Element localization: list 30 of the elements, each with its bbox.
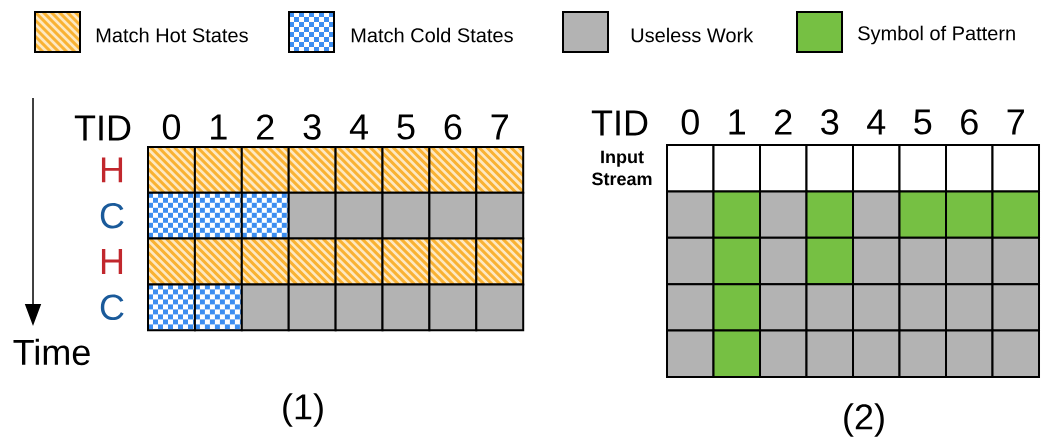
column-number: 7 (491, 114, 508, 140)
column-number: 5 (914, 109, 932, 135)
row-label: C (100, 202, 124, 229)
column-number: 6 (961, 109, 978, 135)
column-number: 1 (729, 109, 745, 135)
row-label: H (101, 249, 123, 274)
column-number: 3 (303, 114, 321, 140)
column-number: 6 (444, 114, 462, 140)
panel-caption: (2) (844, 403, 884, 437)
column-number: 2 (775, 109, 792, 135)
column-number: 5 (397, 114, 415, 140)
column-header: TID (591, 110, 648, 136)
row-label: H (101, 157, 123, 183)
column-number: 0 (162, 114, 181, 140)
column-header: TID (74, 115, 131, 141)
column-number: 0 (681, 109, 699, 135)
axis-label: Time (13, 338, 90, 366)
legend-label: Symbol of Pattern (858, 25, 1015, 45)
legend-label: Match Cold States (351, 27, 513, 43)
column-number: 4 (867, 109, 886, 135)
legend-label: Match Hot States (96, 27, 248, 43)
column-number: 7 (1007, 109, 1024, 135)
row-label: C (100, 294, 124, 321)
row-label: Input Stream (592, 150, 652, 186)
column-number: 2 (257, 114, 274, 140)
column-number: 4 (349, 114, 368, 140)
legend-label: Useless Work (631, 27, 754, 43)
column-number: 3 (821, 109, 839, 135)
panel-caption: (1) (283, 393, 323, 427)
column-number: 1 (211, 114, 227, 140)
